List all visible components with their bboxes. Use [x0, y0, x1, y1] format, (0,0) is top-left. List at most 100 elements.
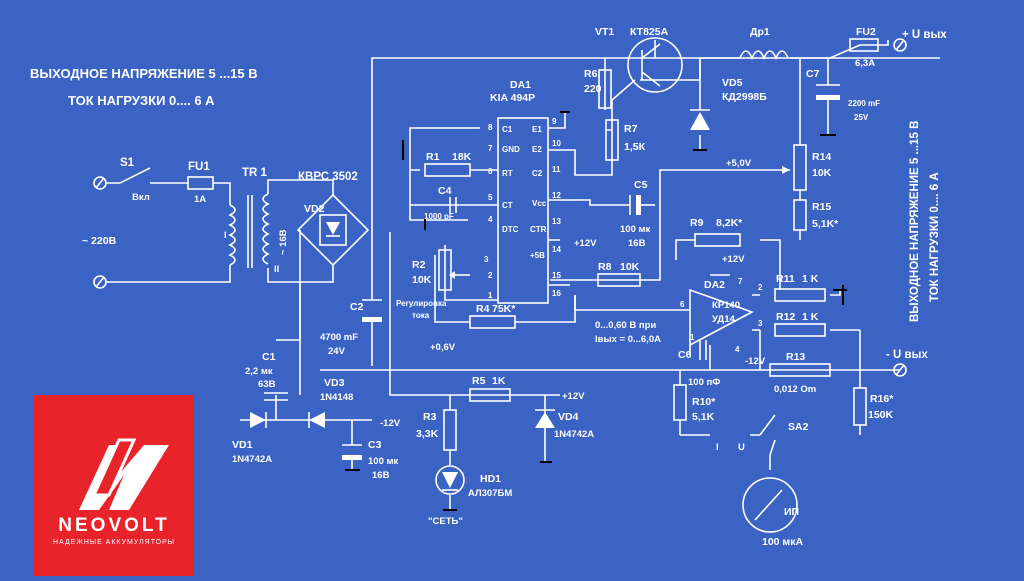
pin-name-ct: CT [502, 201, 513, 210]
resistor-r6 [598, 69, 612, 109]
pin-name-c1: C1 [502, 125, 513, 134]
label-c4: C4 [438, 185, 452, 197]
da2-pin-7: 7 [738, 277, 743, 286]
label-r15-value: 5,1K* [812, 218, 839, 230]
label-fu2-value: 6,3А [855, 58, 875, 69]
resistor-r12 [774, 323, 826, 337]
label-vd1-type: 1N4742A [232, 454, 272, 465]
pin-name-e2: E2 [532, 145, 542, 154]
capacitor-c7 [816, 84, 840, 100]
component-labels: S1 Вкл FU1 1А ~ 220В TR 1 I II ~ 16В КВР… [82, 26, 947, 548]
resistor-r16 [853, 387, 867, 426]
label-r6-value: 220 [584, 83, 602, 95]
label-c7-v2: 25V [854, 113, 869, 122]
label-fu2: FU2 [856, 26, 876, 38]
label-c7-v1: 2200 mF [848, 99, 880, 108]
label-set: "СЕТЬ" [428, 516, 463, 527]
bridge-vd2 [296, 193, 370, 267]
resistor-r9 [694, 233, 741, 247]
capacitor-c5 [612, 195, 655, 215]
ground-symbols [345, 111, 847, 511]
label-minus12-a: -12V [380, 418, 401, 429]
label-r11-value: 1 K [802, 273, 819, 285]
label-fu1: FU1 [188, 161, 210, 173]
brand-name: NEOVOLT [58, 515, 170, 536]
label-r4-value: 75K* [492, 303, 516, 315]
fuse-fu2 [849, 38, 879, 52]
diode-vd4 [535, 409, 555, 428]
label-r3-value: 3,3K [416, 428, 439, 440]
pin-10: 10 [552, 139, 561, 148]
label-ip: ИП [784, 506, 799, 518]
label-r9-value: 8,2K* [716, 217, 743, 229]
label-dr1: Др1 [750, 26, 770, 38]
label-r11: R11 [776, 273, 795, 285]
label-r3: R3 [423, 411, 437, 423]
label-c1-v2: 63В [258, 379, 276, 390]
capacitor-c6 [699, 340, 707, 360]
label-hd1: HD1 [480, 473, 501, 485]
label-r1-value: 18K [452, 151, 472, 163]
pin-15: 15 [552, 271, 561, 280]
label-r14-value: 10K [812, 167, 832, 179]
pin-5: 5 [488, 193, 493, 202]
header-text: ВЫХОДНОЕ НАПРЯЖЕНИЕ 5 ...15 В ТОК НАГРУЗ… [30, 66, 258, 108]
label-hd1-type: АЛ307БМ [468, 488, 512, 499]
label-reg1: Регулировка [396, 299, 447, 308]
pin-16: 16 [552, 289, 561, 298]
label-uout-plus: + U вых [902, 29, 947, 41]
label-vd5-type: КД2998Б [722, 91, 767, 103]
label-r10: R10* [692, 396, 716, 408]
resistor-r5 [469, 388, 511, 402]
chip-da1 [497, 117, 549, 304]
resistor-r1 [424, 163, 471, 177]
label-vt1: VT1 [595, 26, 614, 38]
label-tr-16: ~ 16В [278, 229, 289, 255]
pin-14: 14 [552, 245, 561, 254]
fuse-fu1 [187, 176, 214, 190]
label-r8-value: 10K [620, 261, 640, 273]
pin-6: 6 [488, 167, 493, 176]
label-vd3-type: 1N4148 [320, 392, 353, 403]
label-da2-type1: КР140 [712, 300, 740, 311]
potentiometer-r14 [782, 144, 807, 191]
label-vd2: VD2 [304, 203, 325, 215]
resistor-r3 [443, 409, 457, 451]
capacitor-c2 [362, 299, 382, 322]
label-plus12-c: +12V [722, 254, 745, 265]
label-c2: C2 [350, 301, 364, 313]
label-tr1: TR 1 [242, 167, 268, 179]
label-r14: R14 [812, 151, 831, 163]
transformer-tr1 [228, 193, 270, 268]
label-r5-value: 1K [492, 375, 506, 387]
led-hd1 [435, 465, 465, 495]
label-tr-ii: II [274, 264, 279, 275]
label-r12-value: 1 K [802, 311, 819, 323]
pin-name-gnd: GND [502, 145, 520, 154]
neovolt-mark-icon [79, 438, 169, 510]
label-r6: R6 [584, 68, 598, 80]
diode-vd5 [690, 109, 710, 130]
label-da1: DA1 [510, 79, 531, 91]
side-line2: ТОК НАГРУЗКИ 0.... 6 А [929, 172, 941, 302]
brand-tagline: НАДЕЖНЫЕ АККУМУЛЯТОРЫ [52, 539, 175, 546]
label-c5: C5 [634, 179, 648, 191]
da2-pin-6: 6 [680, 300, 685, 309]
label-c6-value: 100 пФ [688, 377, 720, 388]
capacitor-c3 [342, 444, 362, 460]
label-sw-u: U [738, 442, 745, 453]
side-text: ВЫХОДНОЕ НАПРЯЖЕНИЕ 5 ...15 В ТОК НАГРУЗ… [909, 121, 941, 322]
switch-sa2 [759, 414, 776, 456]
label-c7: C7 [806, 68, 820, 80]
label-r12: R12 [776, 311, 795, 323]
label-r7-value: 1,5К [624, 141, 646, 153]
label-vkl: Вкл [132, 192, 150, 203]
pin-4: 4 [488, 215, 493, 224]
label-220v: ~ 220В [82, 235, 117, 247]
label-5v: +5,0V [726, 158, 752, 169]
label-fu1-value: 1А [194, 194, 206, 205]
header-line2: ТОК НАГРУЗКИ 0.... 6 А [68, 93, 215, 108]
pin-name-rt: RT [502, 169, 513, 178]
label-c3-v1: 100 мк [368, 456, 399, 467]
